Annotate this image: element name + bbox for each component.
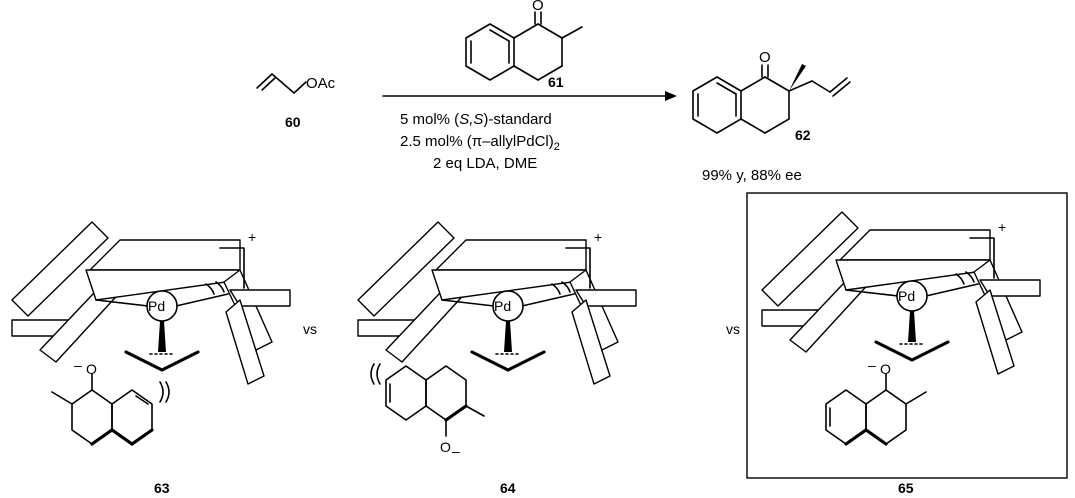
enolate-oxygen-64: O (440, 439, 451, 455)
enolate-oxygen-65: O (880, 361, 891, 377)
compound-62-oxygen: O (759, 49, 771, 66)
palladium-label-64: Pd (494, 298, 511, 314)
condition-line-2: 2.5 mol% (π–allylPdCl)2 (400, 133, 560, 153)
model-64: Pd + O – (356, 220, 638, 459)
charge-63: + (248, 229, 256, 245)
compound-62-structure: O (692, 49, 851, 134)
versus-label-1: vs (303, 321, 317, 337)
compound-61-number: 61 (548, 74, 564, 90)
model-65: Pd + O – (760, 210, 1042, 446)
condition-line-1: 5 mol% (S,S)-standard (400, 111, 552, 128)
compound-60-number: 60 (285, 114, 301, 130)
highlight-box-65 (746, 192, 1068, 479)
enolate-oxygen-63: O (86, 361, 97, 377)
condition-line-3: 2 eq LDA, DME (433, 155, 537, 172)
compound-61-oxygen: O (532, 0, 544, 14)
reaction-arrow (382, 91, 677, 101)
compound-62-number: 62 (795, 127, 811, 143)
acetate-label: OAc (306, 75, 336, 92)
compound-65-number: 65 (898, 480, 914, 496)
compound-63-number: 63 (154, 480, 170, 496)
compound-64-number: 64 (500, 480, 516, 496)
enolate-charge-65: – (868, 357, 876, 373)
charge-64: + (594, 229, 602, 245)
model-63: Pd + O – (10, 220, 292, 446)
versus-label-2: vs (726, 321, 740, 337)
compound-62-yield-ee: 99% y, 88% ee (702, 167, 802, 184)
enolate-charge-64: – (452, 443, 460, 459)
enolate-charge-63: – (74, 357, 82, 373)
palladium-label-63: Pd (148, 298, 165, 314)
palladium-label-65: Pd (898, 288, 915, 304)
compound-60-structure: OAc (256, 73, 336, 94)
charge-65: + (998, 219, 1006, 235)
compound-61-structure: O (465, 0, 583, 81)
